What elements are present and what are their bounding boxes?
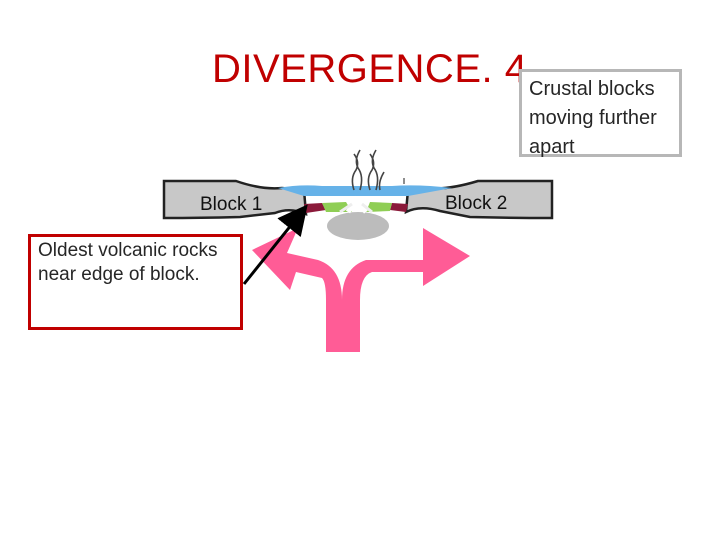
steam-plumes-icon (351, 149, 385, 191)
crust-block-2 (404, 179, 554, 220)
slide-title: DIVERGENCE. 4 (212, 47, 528, 91)
callout-box: Oldest volcanic rocks near edge of block… (28, 234, 243, 330)
block-2-label: Block 2 (445, 193, 507, 214)
block-1-label: Block 1 (200, 194, 262, 215)
volcanic-vent (339, 195, 373, 214)
ocean-water (278, 185, 452, 196)
old-rock-right (390, 203, 408, 212)
young-rock-right (366, 202, 392, 212)
note-box: Crustal blocks moving further apart (519, 69, 682, 158)
pointer-arrow-icon (242, 204, 308, 285)
magma-chamber (327, 212, 389, 240)
arrow-right-icon (342, 228, 470, 352)
divergent-arrows-icon (252, 228, 470, 352)
arrow-left-icon (252, 228, 342, 352)
old-rock-left (304, 203, 326, 213)
